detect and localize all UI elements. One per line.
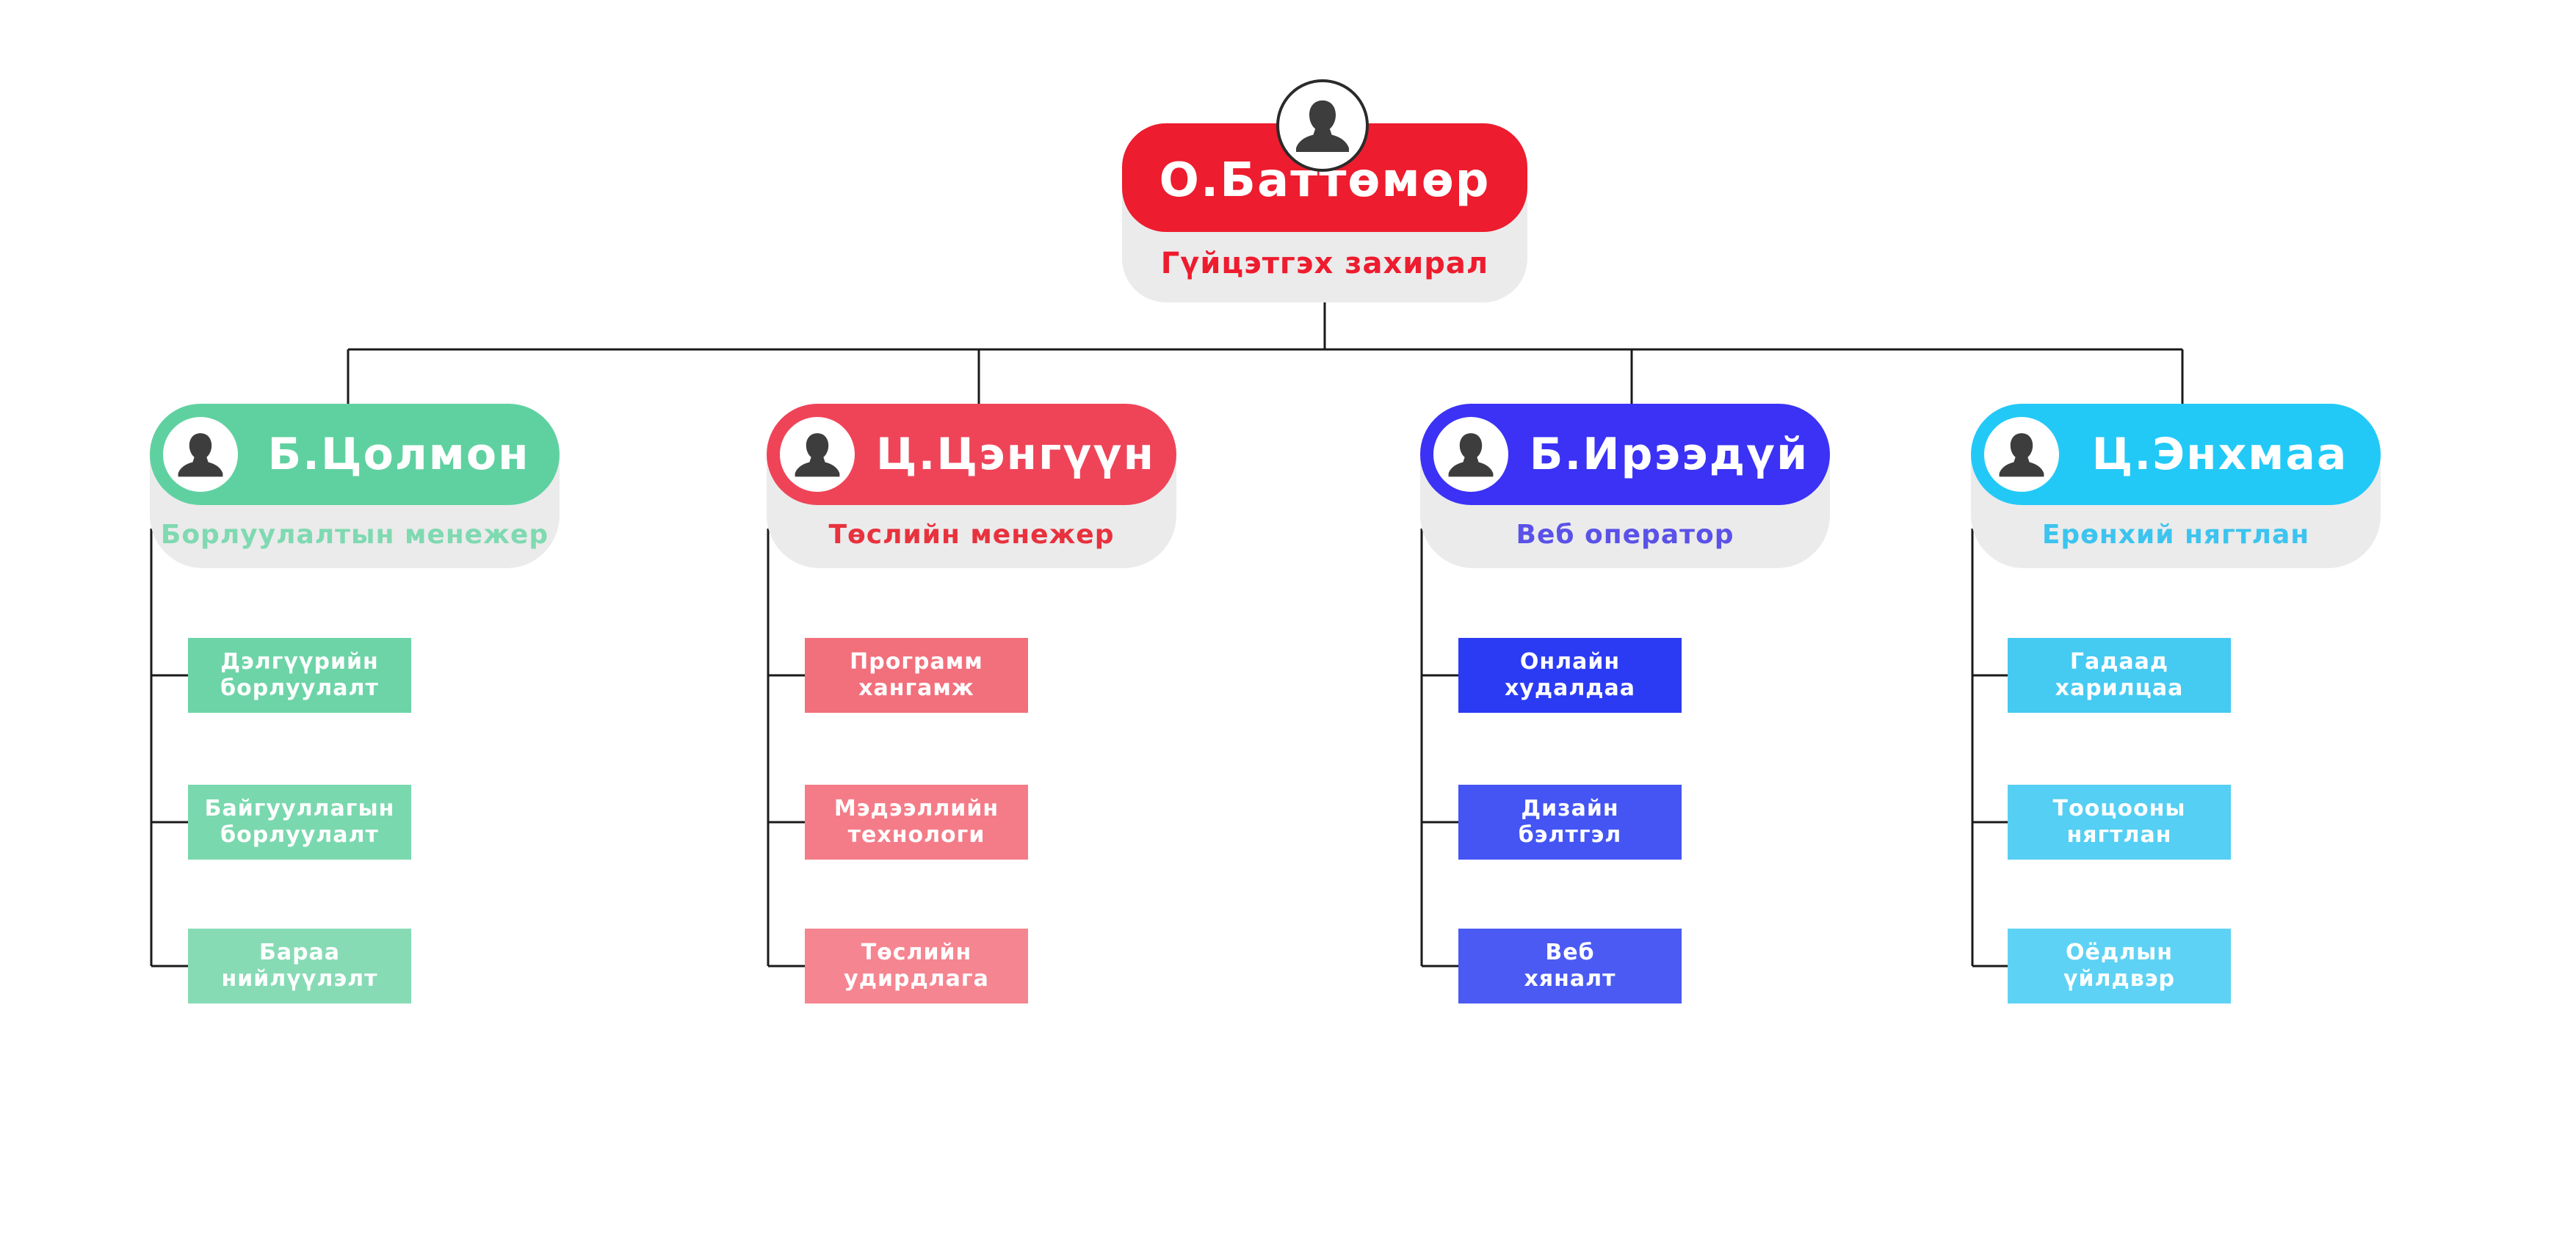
unit-line-1: Мэдээллийн [833, 796, 999, 821]
manager-title: Веб оператор [1516, 520, 1734, 550]
manager-avatar-icon [1984, 417, 2059, 492]
unit-line-2: борлуулалт [220, 675, 379, 701]
unit-line-2: худалдаа [1504, 675, 1636, 701]
manager-avatar-icon [1433, 417, 1508, 492]
unit-line-2: нягтлан [2066, 822, 2172, 848]
unit-line-1: Веб [1545, 940, 1595, 965]
unit-line-2: нийлүүлэлт [221, 966, 378, 992]
unit-line-2: хангамж [858, 675, 974, 701]
unit-line-1: Дизайн [1521, 796, 1619, 821]
unit-line-2: үйлдвэр [2063, 966, 2176, 992]
unit-line-1: Тооцооны [2052, 796, 2186, 821]
manager-avatar-icon [163, 417, 238, 492]
manager-card-1: Б.Цолмон Борлуулалтын менежер [150, 404, 560, 568]
ceo-title: Гүйцэтгэх захирал [1160, 247, 1489, 280]
unit-line-1: Онлайн [1519, 649, 1621, 675]
unit-line-2: бэлтгэл [1518, 822, 1622, 848]
unit-line-1: Бараа [258, 940, 341, 965]
manager-card-2: Ц.Цэнгүүн Төслийн менежер [767, 404, 1176, 568]
ceo-card: О.Баттөмөр Гүйцэтгэх захирал [1122, 79, 1527, 302]
unit-line-2: удирдлага [844, 966, 989, 992]
unit-line-1: Оёдлын [2066, 940, 2173, 965]
manager-card-4: Ц.Энхмаа Ерөнхий нягтлан [1971, 404, 2381, 568]
unit-line-1: Гадаад [2069, 649, 2169, 675]
manager-title: Ерөнхий нягтлан [2041, 520, 2310, 550]
unit-line-1: Дэлгүүрийн [220, 649, 379, 675]
manager-card-3: Б.Ирээдүй Веб оператор [1420, 404, 1830, 568]
unit-line-2: технологи [847, 822, 985, 848]
unit-line-1: Төслийн [861, 940, 972, 965]
unit-line-1: Байгууллагын [204, 796, 395, 821]
unit-line-1: Программ [850, 649, 983, 675]
unit-line-2: харилцаа [2055, 675, 2184, 701]
manager-title: Борлуулалтын менежер [160, 520, 549, 550]
unit-line-2: хяналт [1524, 966, 1616, 992]
manager-title: Төслийн менежер [828, 520, 1115, 550]
ceo-avatar-icon [1276, 79, 1369, 172]
unit-line-2: борлуулалт [220, 822, 379, 848]
manager-avatar-icon [780, 417, 855, 492]
